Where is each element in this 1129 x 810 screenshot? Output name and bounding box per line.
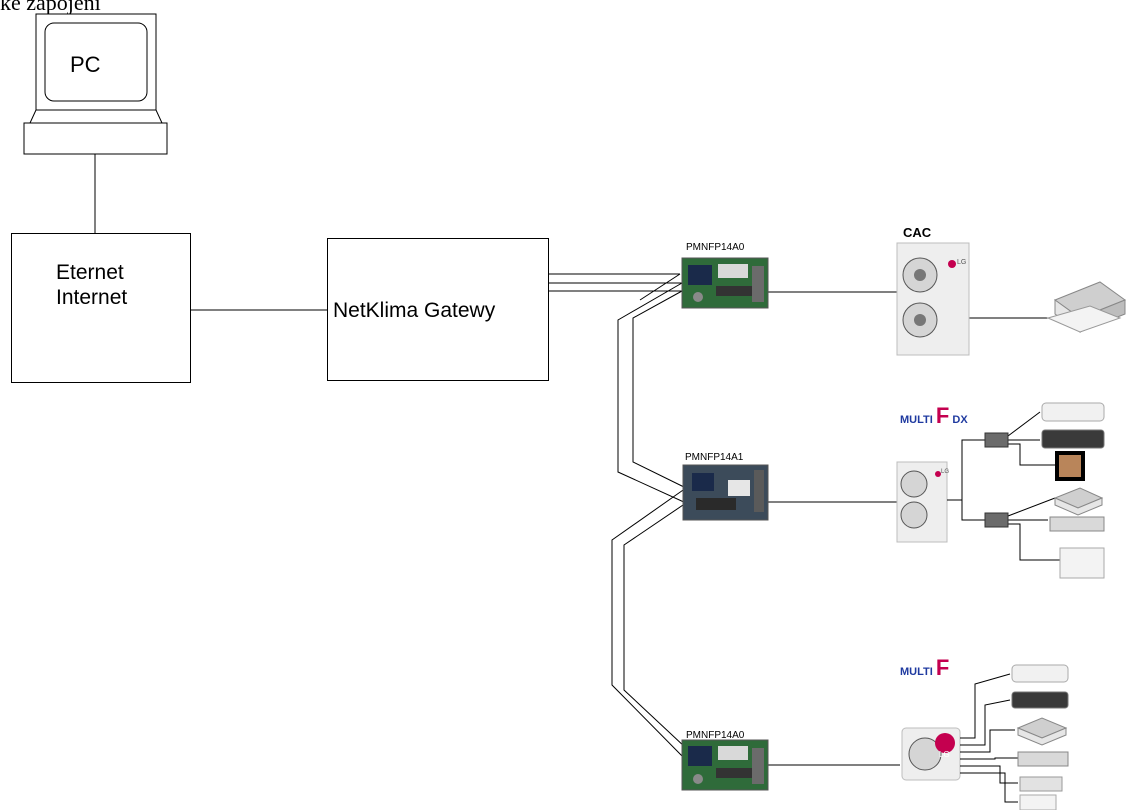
module-3-label: PMNFP14A0 <box>686 730 745 741</box>
duct-unit <box>1049 516 1105 532</box>
multifdx-outdoor-unit <box>896 461 948 543</box>
branch-box-1 <box>984 432 1009 448</box>
multifdx-brand: MULTI F DX <box>900 403 968 429</box>
network-label-line2: Internet <box>56 286 128 309</box>
lg-logo-cac: LG <box>957 259 967 266</box>
multifdx-brand-word: MULTI <box>900 414 933 426</box>
multifdx-branch-lines <box>947 411 1060 561</box>
network-box: Eternet Internet <box>11 233 191 383</box>
console-unit <box>1059 547 1105 579</box>
gateway-box: NetKlima Gatewy <box>327 238 549 381</box>
multif-brand-word: MULTI <box>900 666 933 678</box>
multif-brand-f: F <box>935 655 950 680</box>
module-board-3 <box>681 739 769 791</box>
gateway-label: NetKlima Gatewy <box>333 299 496 322</box>
cac-label: CAC <box>903 225 932 240</box>
multif-branch-lines <box>960 673 1018 803</box>
art-cool-picture <box>1059 455 1081 477</box>
pc-label: PC <box>70 52 101 77</box>
wall-unit-black <box>1041 429 1105 449</box>
multif-outdoor-unit <box>901 727 961 781</box>
multif-duct-unit-2 <box>1019 776 1063 792</box>
module-board-1 <box>681 257 769 309</box>
branch-box-2 <box>984 512 1009 528</box>
wall-unit-white <box>1041 402 1105 422</box>
module-1-label: PMNFP14A0 <box>686 242 745 253</box>
header-text: ke zapojeni <box>0 0 101 15</box>
multifdx-brand-suffix: DX <box>952 414 968 426</box>
multif-duct-unit <box>1017 751 1069 767</box>
multifdx-brand-f: F <box>935 403 950 428</box>
module-2-label: PMNFP14A1 <box>685 452 744 463</box>
lg-logo-multifdx: LG <box>941 469 950 475</box>
bus-lines <box>548 273 688 761</box>
multif-wall-unit-black <box>1011 691 1069 709</box>
cassette-indoor-unit <box>1046 281 1127 333</box>
cac-outdoor-unit <box>896 242 970 356</box>
network-label-line1: Eternet <box>56 261 124 284</box>
lg-logo-multif: LG <box>939 750 950 759</box>
multif-cassette-unit <box>1016 717 1068 746</box>
module-board-2 <box>682 464 769 521</box>
multif-console-unit <box>1019 794 1057 810</box>
multif-brand: MULTI F <box>900 655 949 681</box>
pc-monitor <box>23 13 168 155</box>
cassette-small-unit <box>1053 487 1104 516</box>
multif-wall-unit-white <box>1011 664 1069 683</box>
